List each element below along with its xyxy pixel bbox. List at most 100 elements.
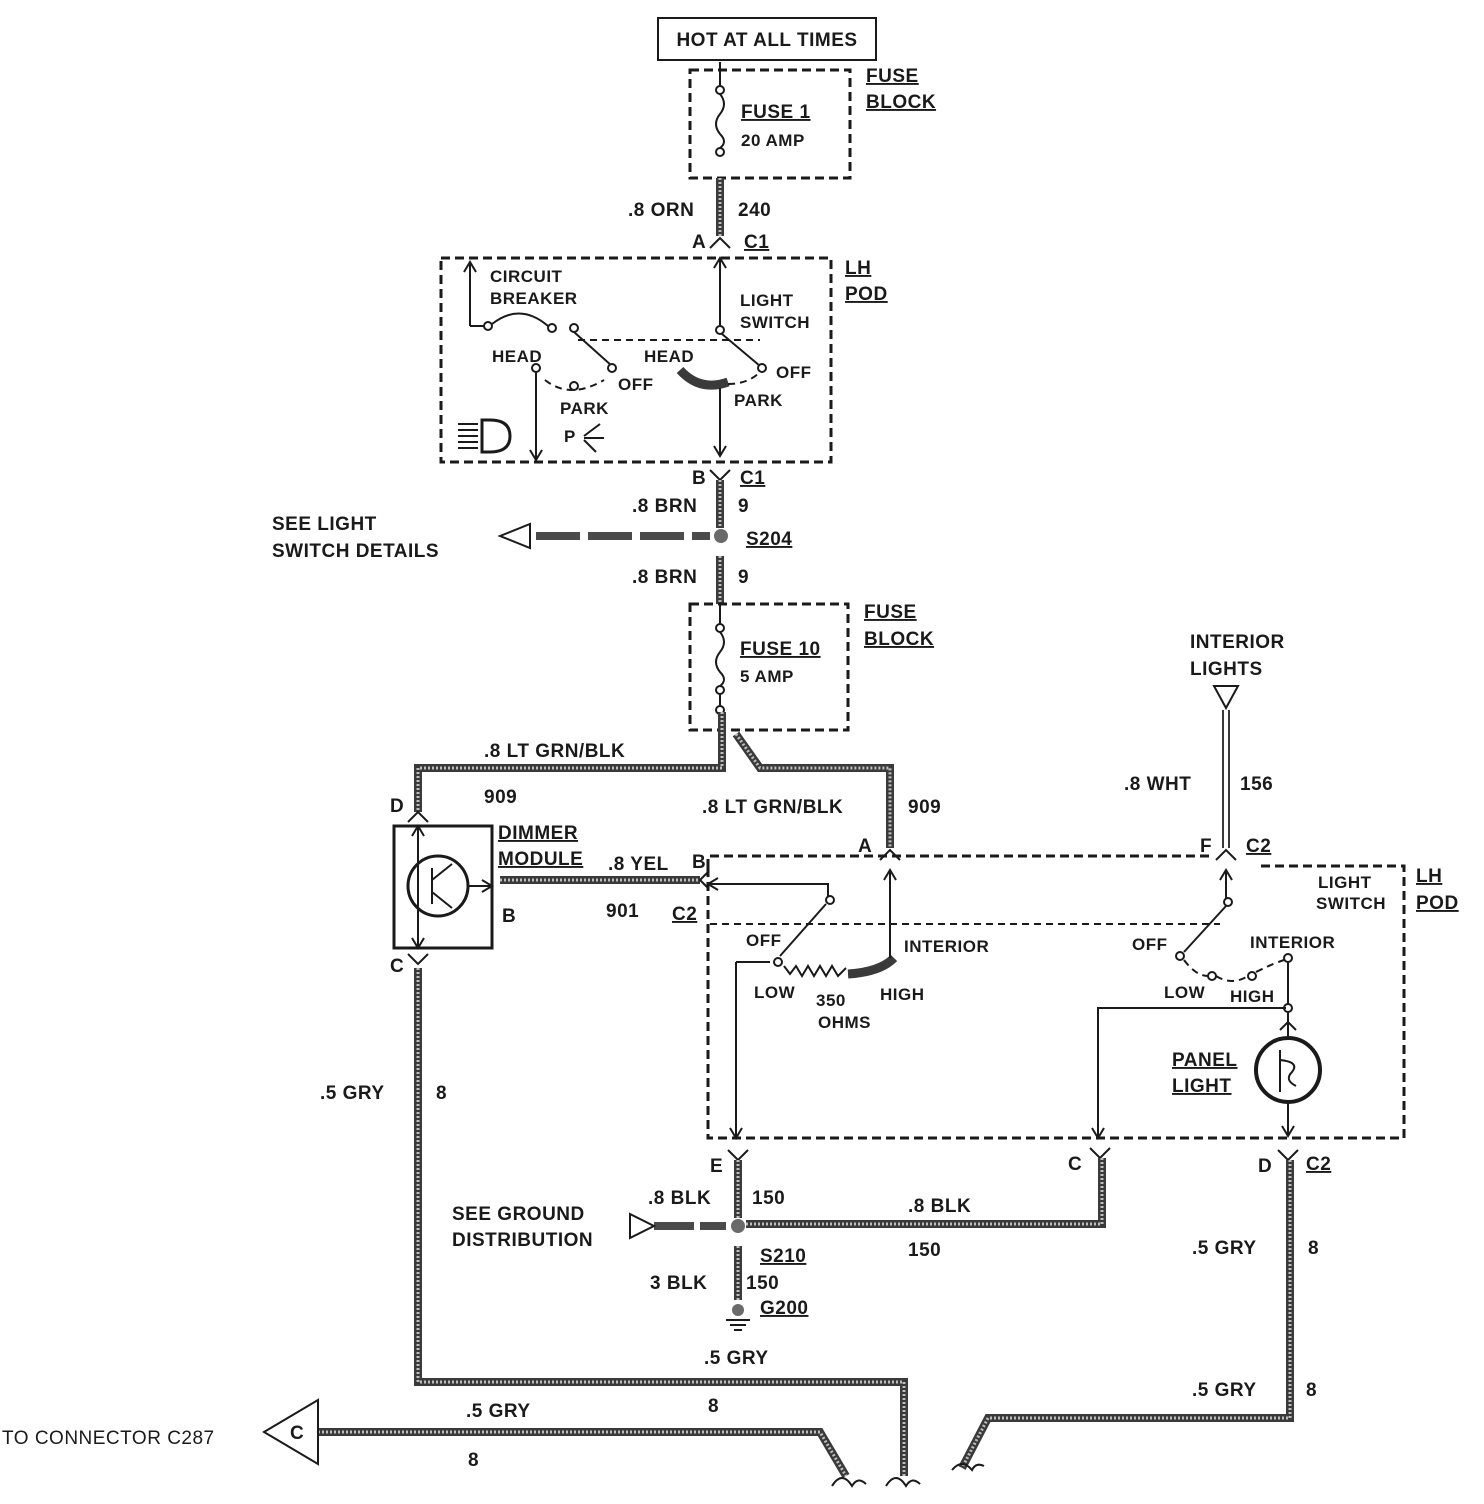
- wire-9-lower-circuit: 9: [738, 567, 749, 588]
- wire-901-gauge: .8 YEL: [608, 854, 669, 875]
- wire-909-left-circuit: 909: [484, 787, 517, 808]
- fuse-block-10-box: [688, 602, 850, 732]
- dimmer-module-line2: MODULE: [498, 849, 583, 870]
- splice-s204-ref-line2: SWITCH DETAILS: [272, 541, 439, 562]
- fuse-10-symbol: [715, 604, 725, 715]
- switch-1-off-left: OFF: [618, 375, 654, 394]
- wire-9-lower-gauge: .8 BRN: [632, 567, 697, 588]
- fuse-block-1-line2: BLOCK: [866, 92, 936, 113]
- wire-909-right: [732, 731, 894, 848]
- interior-switch-right-symbol: [1091, 868, 1297, 1140]
- wire-8-right-lower-circuit: 8: [1306, 1380, 1317, 1401]
- c2-pin-f-connector-icon: [1215, 848, 1237, 861]
- wire-909-left-gauge: .8 LT GRN/BLK: [484, 741, 625, 762]
- interior-lights-arrow-icon: [1212, 685, 1240, 711]
- c2-pin-d-connector-icon: [1277, 1149, 1299, 1162]
- wire-909-left: [414, 712, 726, 812]
- switch-1-park-left: PARK: [560, 399, 609, 418]
- light-switch-2-line2: SWITCH: [1316, 894, 1386, 913]
- c2-pin-a: A: [858, 836, 872, 857]
- panel-light-line2: LIGHT: [1172, 1076, 1232, 1097]
- splice-s210-node: [731, 1219, 745, 1233]
- splice-s204-ref-line1: SEE LIGHT: [272, 514, 377, 535]
- switch-2-low-left: LOW: [754, 983, 796, 1002]
- splice-s204-node: [714, 529, 728, 543]
- wire-901-connector: C2: [672, 904, 697, 925]
- wire-150-a-circuit: 150: [752, 1188, 785, 1209]
- to-connector-letter: C: [290, 1423, 304, 1444]
- wire-909-right-circuit: 909: [908, 797, 941, 818]
- c1-bottom-connector: C1: [740, 468, 765, 489]
- switch-2-interior-left: INTERIOR: [904, 937, 989, 956]
- source-box: [657, 17, 877, 61]
- fuse-1-symbol: [715, 62, 725, 157]
- dimmer-pin-c-connector-icon: [407, 953, 429, 966]
- ground-ref-arrow: [629, 1212, 726, 1240]
- c2-pin-c-connector-icon: [1089, 1147, 1111, 1160]
- wire-8-bottom-mid-gauge: .5 GRY: [704, 1348, 769, 1369]
- source-label: HOT AT ALL TIMES: [676, 30, 857, 51]
- wire-240-gauge: .8 ORN: [628, 200, 694, 221]
- interior-lights-line1: INTERIOR: [1190, 632, 1285, 653]
- wire-8-left: [414, 968, 908, 1476]
- splice-s210-name: S210: [760, 1246, 806, 1267]
- c1-top-connector: C1: [744, 232, 769, 253]
- c2-pin-e-connector-icon: [727, 1149, 749, 1162]
- wire-150-b-gauge: .8 BLK: [908, 1196, 971, 1217]
- fuse-block-10-line2: BLOCK: [864, 629, 934, 650]
- wire-9-upper-gauge: .8 BRN: [632, 496, 697, 517]
- fuse-block-10-line1: FUSE: [864, 602, 917, 623]
- circuit-breaker-line1: CIRCUIT: [490, 267, 563, 286]
- fuse-10-rating: 5 AMP: [740, 667, 794, 686]
- switch-1-head-right: HEAD: [644, 347, 694, 366]
- circuit-breaker-symbol: [463, 256, 727, 462]
- dimmer-switch-left-symbol: [706, 868, 1220, 1140]
- wire-8-right-lower-gauge: .5 GRY: [1192, 1380, 1257, 1401]
- c2-pin-f: F: [1200, 836, 1212, 857]
- fuse-block-1-line1: FUSE: [866, 66, 919, 87]
- switch-2-high-left: HIGH: [880, 985, 925, 1004]
- lh-pod-1-box: [439, 256, 833, 464]
- panel-light-line1: PANEL: [1172, 1050, 1237, 1071]
- switch-1-off-right: OFF: [776, 363, 812, 382]
- wire-156-gauge: .8 WHT: [1124, 774, 1191, 795]
- wire-break-symbols: [831, 1463, 985, 1488]
- interior-lights-line2: LIGHTS: [1190, 659, 1263, 680]
- wire-8-right-upper-circuit: 8: [1308, 1238, 1319, 1259]
- wire-9-upper-circuit: 9: [738, 496, 749, 517]
- c2-f-connector: C2: [1246, 836, 1271, 857]
- wire-901-circuit: 901: [606, 901, 639, 922]
- wire-150-b-circuit: 150: [908, 1240, 941, 1261]
- lh-pod-2-box: [706, 854, 1406, 1140]
- light-switch-1-symbol: [578, 325, 767, 458]
- wire-150-a-gauge: .8 BLK: [648, 1188, 711, 1209]
- park-lamp-symbol-label: P: [564, 427, 576, 446]
- panel-light-bulb-icon: [1254, 1036, 1322, 1138]
- park-lamp-icon: [583, 423, 604, 453]
- wire-8-output-gauge: .5 GRY: [466, 1401, 531, 1422]
- circuit-breaker-line2: BREAKER: [490, 289, 578, 308]
- wire-240-circuit: 240: [738, 200, 771, 221]
- switch-2-low-right: LOW: [1164, 983, 1206, 1002]
- c1-bottom-connector-icon: [709, 469, 731, 482]
- ground-g200-name: G200: [760, 1298, 808, 1319]
- wire-8-bottom-mid-circuit: 8: [708, 1396, 719, 1417]
- c1-top-pin: A: [692, 232, 706, 253]
- c2-pin-e: E: [710, 1156, 723, 1177]
- wire-150-c-circuit: 150: [746, 1273, 779, 1294]
- fuse-10-name: FUSE 10: [740, 639, 821, 660]
- wire-901-pin: B: [692, 852, 706, 873]
- dimmer-module-line1: DIMMER: [498, 823, 578, 844]
- wire-8-right-upper-gauge: .5 GRY: [1192, 1238, 1257, 1259]
- wire-8-output: [318, 1428, 850, 1479]
- lh-pod-1-line2: POD: [845, 284, 888, 305]
- lh-pod-1-line1: LH: [845, 258, 871, 279]
- c1-top-connector-icon: [709, 236, 731, 249]
- switch-2-interior-right: INTERIOR: [1250, 933, 1335, 952]
- wire-8-left-gauge: .5 GRY: [320, 1083, 385, 1104]
- wire-901-connector-icon: [698, 871, 709, 889]
- wire-8-left-circuit: 8: [436, 1083, 447, 1104]
- dimmer-pin-c: C: [390, 956, 404, 977]
- wire-909-right-gauge: .8 LT GRN/BLK: [702, 797, 843, 818]
- c1-bottom-pin: B: [692, 468, 706, 489]
